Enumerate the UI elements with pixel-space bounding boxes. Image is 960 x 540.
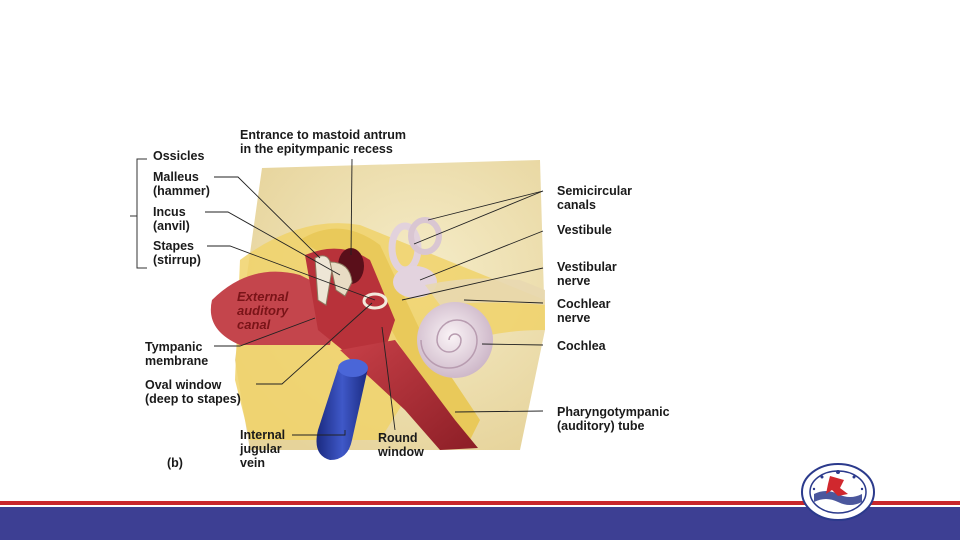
cochlea-label: Cochlea xyxy=(557,339,606,353)
pharyngo-line-2: (auditory) tube xyxy=(557,419,645,433)
semicircular-line-1: Semicircular xyxy=(557,184,633,198)
cochlea-spiral xyxy=(420,319,478,369)
incus-line-1: Incus xyxy=(153,205,186,219)
incus-label: Incus (anvil) xyxy=(153,205,190,233)
mastoid-line-1: Entrance to mastoid antrum xyxy=(240,128,406,142)
footer-blue-bar xyxy=(0,507,960,540)
malleus-line-1: Malleus xyxy=(153,170,199,184)
jugular-line-3: vein xyxy=(240,456,266,470)
panel-letter: (b) xyxy=(167,456,183,470)
cochlea-text: Cochlea xyxy=(557,339,606,353)
footer-red-stripe xyxy=(0,501,960,505)
oval-line-1: Oval window xyxy=(145,378,222,392)
vestibule-label: Vestibule xyxy=(557,223,612,237)
vestibule-shape xyxy=(393,266,437,298)
stapes-label: Stapes (stirrup) xyxy=(153,239,201,267)
semicircular-canal-2 xyxy=(408,217,442,255)
jugular-label: Internal jugular vein xyxy=(240,428,285,470)
jugular-vein-opening xyxy=(338,359,368,377)
vestibule-text: Vestibule xyxy=(557,223,612,237)
malleus-line-2: (hammer) xyxy=(153,184,210,198)
round-window-label: Round window xyxy=(378,431,424,459)
mastoid-line-2: in the epitympanic recess xyxy=(240,142,393,156)
university-seal-icon xyxy=(801,463,875,521)
tympanic-line-2: membrane xyxy=(145,354,209,368)
ossicles-bracket xyxy=(130,158,147,269)
semicircular-line-2: canals xyxy=(557,198,596,212)
coch-nerve-line-2: nerve xyxy=(557,311,591,325)
pharyngotympanic-tube-shape xyxy=(340,340,478,450)
external-canal-label: External auditory canal xyxy=(237,290,288,332)
round-line-2: window xyxy=(378,445,424,459)
cochlea-shape xyxy=(417,302,493,378)
coch-nerve-line-1: Cochlear xyxy=(557,297,611,311)
ext-canal-line-2: auditory xyxy=(237,303,289,318)
ext-canal-line-3: canal xyxy=(237,317,271,332)
stapes-line-1: Stapes xyxy=(153,239,194,253)
pharyngo-line-1: Pharyngotympanic xyxy=(557,405,670,419)
stapes-line-2: (stirrup) xyxy=(153,253,201,267)
cochlear-nerve-label: Cochlear nerve xyxy=(557,297,611,325)
oval-window-label: Oval window (deep to stapes) xyxy=(145,378,241,406)
jugular-line-2: jugular xyxy=(240,442,282,456)
vest-nerve-line-1: Vestibular xyxy=(557,260,617,274)
jugular-line-1: Internal xyxy=(240,428,286,442)
ossicles-label: Ossicles xyxy=(153,149,204,163)
external-canal-shape xyxy=(210,271,340,345)
incus-shape xyxy=(329,261,353,297)
pharyngotympanic-label: Pharyngotympanic (auditory) tube xyxy=(557,405,670,433)
incus-line-2: (anvil) xyxy=(153,219,190,233)
stapes-shape xyxy=(362,292,388,310)
vest-nerve-line-2: nerve xyxy=(557,274,591,288)
oval-line-2: (deep to stapes) xyxy=(145,392,241,406)
leader-lines xyxy=(205,158,544,436)
mastoid-label: Entrance to mastoid antrum in the epitym… xyxy=(240,128,406,156)
ossicles-text: Ossicles xyxy=(153,149,205,163)
vestibular-nerve-label: Vestibular nerve xyxy=(557,260,617,288)
nerve-bundle xyxy=(425,278,545,305)
malleus-label: Malleus (hammer) xyxy=(153,170,210,198)
tympanic-line-1: Tympanic xyxy=(145,340,203,354)
round-line-1: Round xyxy=(378,431,418,445)
bone-band xyxy=(300,228,480,440)
tympanic-label: Tympanic membrane xyxy=(145,340,208,368)
ext-canal-line-1: External xyxy=(237,289,289,304)
semicircular-label: Semicircular canals xyxy=(557,184,632,212)
panel-letter-text: (b) xyxy=(167,456,183,470)
